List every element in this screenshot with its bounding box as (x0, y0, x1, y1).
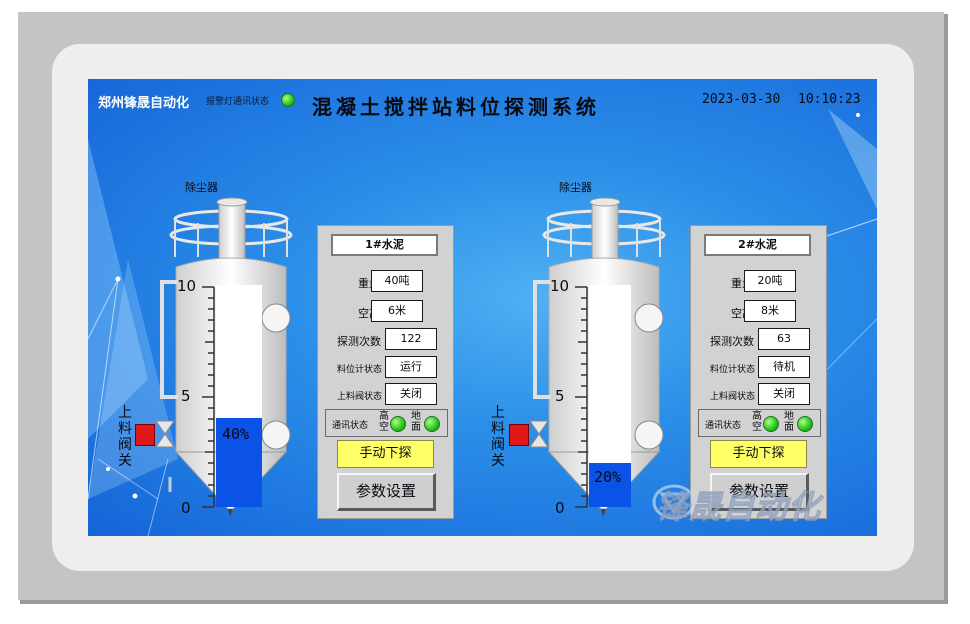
param-settings-button[interactable]: 参数设置 (337, 473, 436, 511)
empty-height-value: 8米 (744, 300, 796, 322)
valve-status-label: 上料阀状态 (336, 392, 382, 402)
probe-count-label: 探测次数 (337, 335, 381, 348)
probe-count-value: 122 (385, 328, 437, 350)
dust-collector-label: 除尘器 (559, 181, 592, 194)
probe-count-value: 63 (758, 328, 810, 350)
high-comm-led-icon (763, 416, 779, 432)
weight-value: 40吨 (371, 270, 423, 292)
scale-label-mid: 5 (555, 387, 565, 405)
meter-status-label: 料位计状态 (709, 365, 755, 375)
company-name: 郑州锋晟自动化 (98, 96, 190, 111)
comm-status-label: 通讯状态 (705, 421, 742, 431)
valve-body-icon (529, 420, 549, 448)
meter-status-label: 料位计状态 (336, 365, 382, 375)
level-fill-bar (589, 463, 631, 507)
ground-comm-led-icon (424, 416, 440, 432)
comm-high-label: 高空 (379, 411, 389, 433)
time-display: 10:10:23 (798, 92, 861, 107)
manual-probe-button[interactable]: 手动下探 (710, 440, 807, 468)
panel-title: 2#水泥 (704, 234, 811, 256)
scale-label-bottom: 0 (181, 499, 191, 517)
valve-label: 上料阀关 (491, 405, 505, 469)
high-comm-led-icon (390, 416, 406, 432)
weight-value: 20吨 (744, 270, 796, 292)
watermark-logo-icon (652, 484, 696, 520)
valve-label: 上料阀关 (118, 405, 132, 469)
meter-status-value: 待机 (758, 356, 810, 378)
comm-ground-label: 地面 (784, 411, 794, 433)
comm-high-label: 高空 (752, 411, 762, 433)
watermark-text: 锋晟自动化 (655, 488, 822, 527)
level-scale (575, 286, 588, 508)
feed-valve-icon[interactable] (135, 424, 155, 446)
level-percent: 20% (594, 468, 622, 486)
param-settings-button[interactable]: 参数设置 (710, 473, 809, 511)
probe-count-label: 探测次数 (710, 335, 754, 348)
valve-status-value: 关闭 (758, 383, 810, 405)
ground-comm-led-icon (797, 416, 813, 432)
scale-label-bottom: 0 (555, 499, 565, 517)
alarm-comm-label: 报警灯通讯状态 (206, 97, 270, 107)
page-title: 混凝土搅拌站料位探测系统 (312, 95, 600, 119)
manual-probe-button[interactable]: 手动下探 (337, 440, 434, 468)
valve-body-icon (155, 420, 175, 448)
scale-label-mid: 5 (181, 387, 191, 405)
dust-collector-label: 除尘器 (185, 181, 218, 194)
panel-title: 1#水泥 (331, 234, 438, 256)
scale-label-top: 10 (550, 277, 570, 295)
hmi-screen: 郑州锋晟自动化 报警灯通讯状态 混凝土搅拌站料位探测系统 2023-03-30 … (88, 79, 877, 536)
valve-status-label: 上料阀状态 (709, 392, 755, 402)
date-display: 2023-03-30 (702, 92, 781, 107)
comm-status-box: 通讯状态 高空 地面 (325, 409, 448, 437)
meter-status-value: 运行 (385, 356, 437, 378)
valve-status-value: 关闭 (385, 383, 437, 405)
silo-2-info-panel: 2#水泥 重量 20吨 空高 8米 探测次数 63 料位计状态 待机 上料阀状态… (690, 225, 827, 519)
feed-valve-icon[interactable] (509, 424, 529, 446)
empty-height-value: 6米 (371, 300, 423, 322)
level-percent: 40% (222, 425, 250, 443)
scale-label-top: 10 (177, 277, 197, 295)
comm-status-label: 通讯状态 (332, 421, 369, 431)
background-decoration (88, 109, 877, 536)
alarm-status-led-icon (281, 93, 295, 107)
silo-1-info-panel: 1#水泥 重量 40吨 空高 6米 探测次数 122 料位计状态 运行 上料阀状… (317, 225, 454, 519)
comm-ground-label: 地面 (411, 411, 421, 433)
level-scale (202, 286, 215, 508)
comm-status-box: 通讯状态 高空 地面 (698, 409, 821, 437)
level-fill-bar (216, 418, 262, 507)
